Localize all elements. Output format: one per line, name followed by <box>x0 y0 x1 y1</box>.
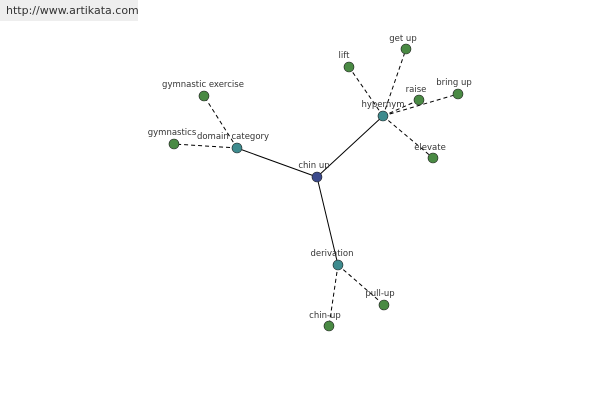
node-label-elevate[interactable]: elevate <box>414 143 446 153</box>
node-label-get-up[interactable]: get up <box>389 34 416 44</box>
node-hypernym[interactable] <box>377 110 389 122</box>
edge-hypernym-to-lift <box>348 66 384 117</box>
node-gymnastics[interactable] <box>168 138 180 150</box>
label-layer: chin up hypernym domain category derivation… <box>148 34 472 321</box>
node-raise[interactable] <box>413 94 425 106</box>
edge-derivation-to-chin-up-leaf <box>328 264 339 327</box>
node-label-chin-up-root[interactable]: chin up <box>298 161 329 171</box>
node-lift[interactable] <box>343 61 355 73</box>
node-label-hypernym[interactable]: hypernym <box>361 100 404 110</box>
node-gymnastic-exercise[interactable] <box>198 90 210 102</box>
edge-chin-up-root-to-domain-category <box>236 147 318 178</box>
edge-derivation-to-pull-up <box>337 264 385 306</box>
edge-chin-up-root-to-hypernym <box>316 115 384 178</box>
node-chin-up-leaf[interactable] <box>323 320 335 332</box>
node-pull-up[interactable] <box>378 299 390 311</box>
node-elevate[interactable] <box>427 152 439 164</box>
node-layer <box>168 43 464 332</box>
node-label-raise[interactable]: raise <box>406 85 427 95</box>
node-label-domain-category[interactable]: domain category <box>197 132 269 142</box>
edge-domain-category-to-gymnastics <box>173 143 238 149</box>
watermark-url[interactable]: http://www.artikata.com <box>0 0 139 21</box>
edge-hypernym-to-elevate <box>382 115 434 159</box>
node-label-gymnastic-exercise[interactable]: gymnastic exercise <box>162 80 244 90</box>
node-chin-up-root[interactable] <box>311 171 323 183</box>
node-label-gymnastics[interactable]: gymnastics <box>148 128 197 138</box>
node-label-derivation[interactable]: derivation <box>310 249 353 259</box>
edge-hypernym-to-bring-up <box>382 93 459 117</box>
node-bring-up[interactable] <box>452 88 464 100</box>
edge-layer <box>173 48 459 327</box>
edge-chin-up-root-to-derivation <box>316 176 339 266</box>
node-derivation[interactable] <box>332 259 344 271</box>
node-label-bring-up[interactable]: bring up <box>436 78 472 88</box>
edge-domain-category-to-gymnastic-exercise <box>203 95 238 149</box>
node-domain-category[interactable] <box>231 142 243 154</box>
node-label-chin-up-leaf[interactable]: chin-up <box>309 311 341 321</box>
node-label-pull-up[interactable]: pull-up <box>365 289 394 299</box>
node-get-up[interactable] <box>400 43 412 55</box>
edge-hypernym-to-get-up <box>382 48 407 117</box>
node-label-lift[interactable]: lift <box>339 51 351 61</box>
